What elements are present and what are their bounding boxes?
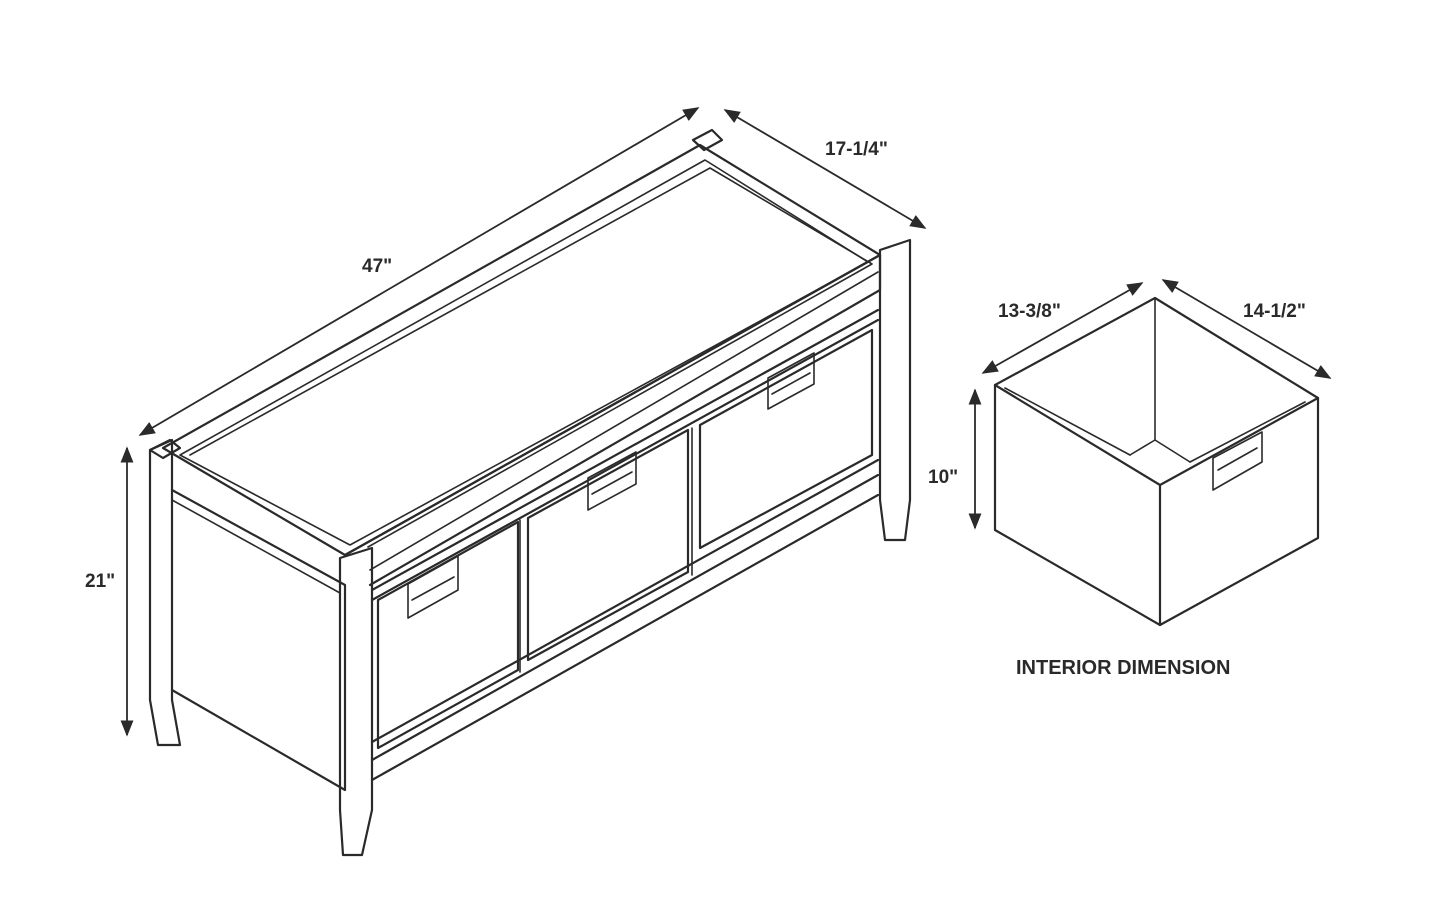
- bench-depth-label: 17-1/4": [825, 139, 888, 160]
- bin-depth-label: 14-1/2": [1243, 301, 1306, 322]
- bench-width-label: 47": [362, 256, 392, 277]
- storage-bin-drawing: [993, 296, 1320, 627]
- bin-depth-dimension: 14-1/2": [1161, 279, 1332, 379]
- interior-dimension-caption: INTERIOR DIMENSION: [1016, 657, 1230, 679]
- bin-width-label: 13-3/8": [998, 301, 1061, 322]
- bench-height-dimension: 21": [85, 446, 134, 737]
- bench-height-label: 21": [85, 571, 115, 592]
- bin-width-dimension: 13-3/8": [981, 282, 1144, 374]
- bin-height-label: 10": [928, 467, 958, 488]
- bench-width-dimension: 47": [138, 107, 700, 436]
- bench-depth-dimension: 17-1/4": [723, 109, 927, 229]
- storage-bench-drawing: [148, 128, 912, 857]
- bin-height-dimension: 10": [928, 388, 982, 530]
